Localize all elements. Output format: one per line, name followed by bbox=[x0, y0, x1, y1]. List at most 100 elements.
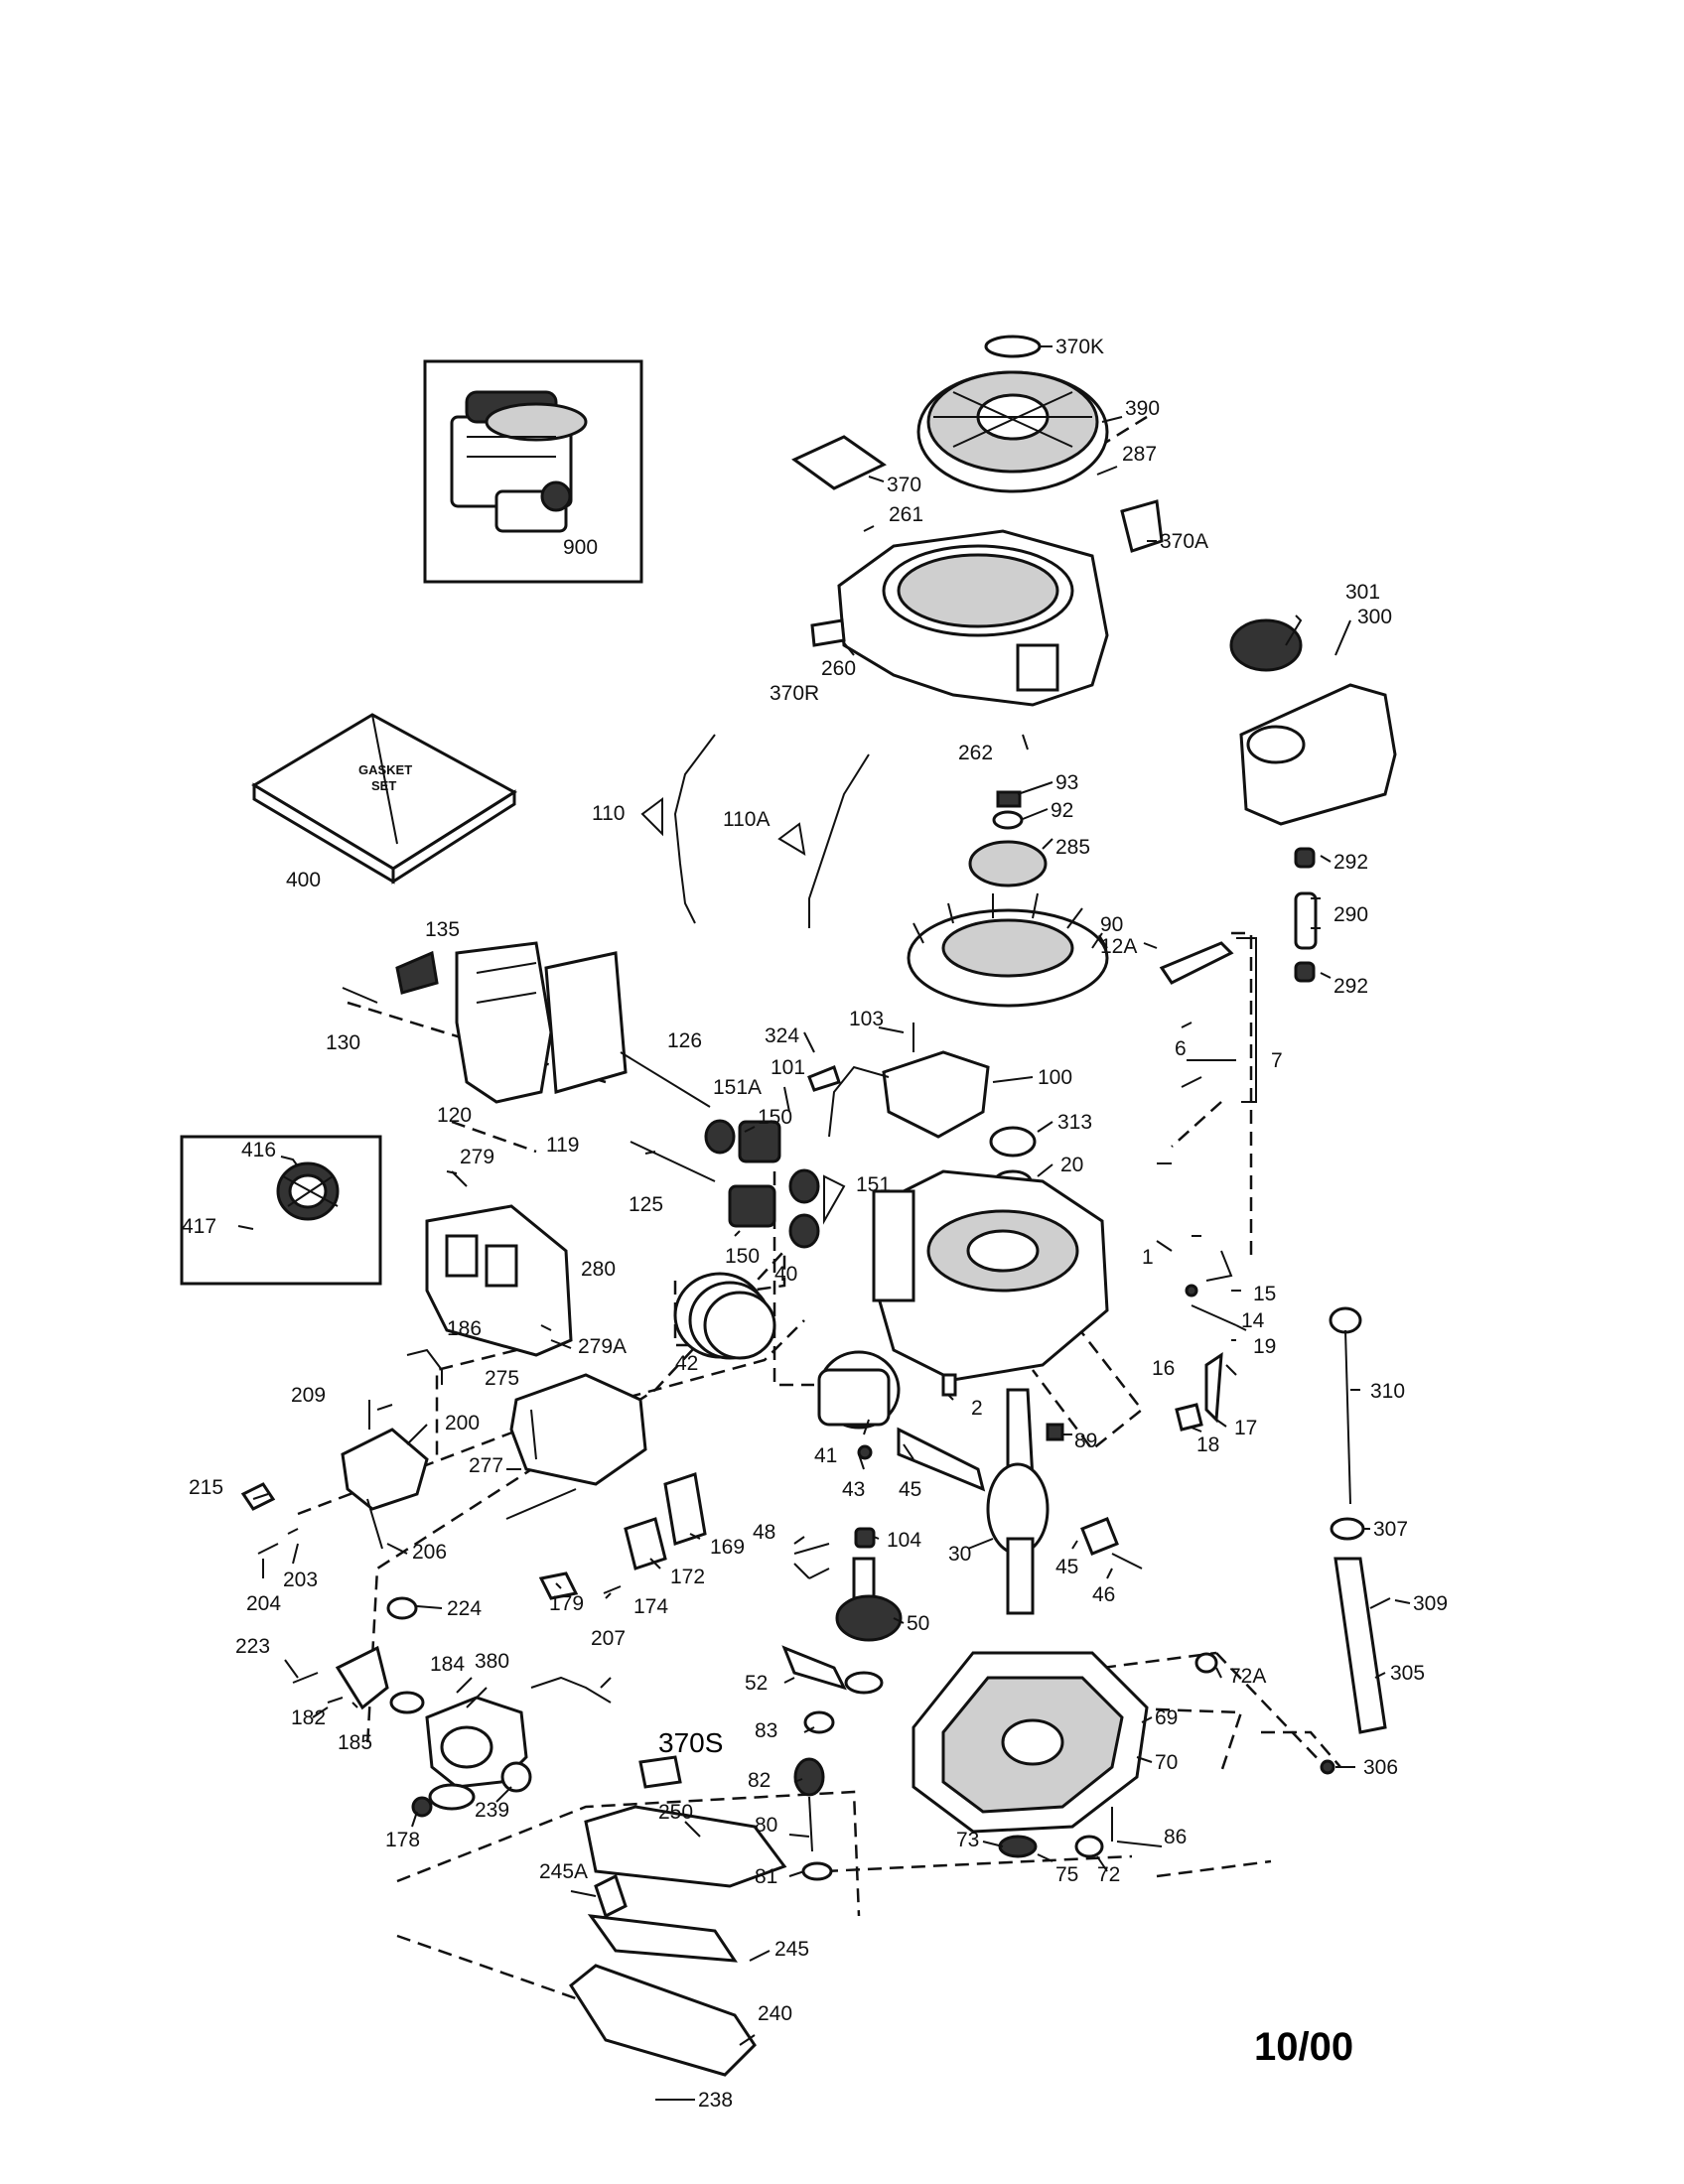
air-cleaner-icon bbox=[276, 1161, 340, 1221]
seal-75-icon bbox=[998, 1835, 1038, 1858]
label-150-bottom: 150 bbox=[725, 1245, 760, 1268]
piston-icon bbox=[817, 1350, 901, 1430]
gasket-172-icon bbox=[624, 1517, 667, 1570]
plug-89-icon bbox=[1046, 1423, 1064, 1441]
gear-82-icon bbox=[793, 1757, 825, 1797]
label-93: 93 bbox=[1055, 771, 1078, 794]
dipstick-icon bbox=[1329, 1306, 1362, 1505]
head-bolt-icon bbox=[342, 987, 378, 1004]
label-40: 40 bbox=[774, 1263, 797, 1286]
label-151A: 151A bbox=[713, 1076, 762, 1099]
governor-clamp-icon bbox=[1175, 1403, 1203, 1432]
label-172: 172 bbox=[670, 1566, 705, 1588]
label-103: 103 bbox=[849, 1008, 884, 1030]
plug-72-icon bbox=[1074, 1835, 1104, 1858]
label-104: 104 bbox=[887, 1529, 921, 1552]
air-cleaner-base-icon bbox=[425, 1204, 573, 1357]
washer-81-icon bbox=[801, 1861, 833, 1881]
label-285: 285 bbox=[1055, 836, 1090, 859]
gasket-set-icon: GASKET SET bbox=[251, 713, 517, 885]
label-185: 185 bbox=[338, 1731, 372, 1754]
label-417: 417 bbox=[182, 1215, 216, 1238]
label-206: 206 bbox=[412, 1541, 447, 1564]
label-204: 204 bbox=[246, 1592, 281, 1615]
spacer-224-icon bbox=[386, 1596, 418, 1620]
label-135: 135 bbox=[425, 918, 460, 941]
label-186: 186 bbox=[447, 1317, 482, 1340]
o-ring-307-icon bbox=[1330, 1517, 1365, 1541]
label-17: 17 bbox=[1234, 1417, 1257, 1439]
ground-clip-icon bbox=[807, 1065, 841, 1092]
dowel-pin-icon bbox=[941, 1373, 957, 1397]
link-186-icon bbox=[406, 1348, 443, 1385]
hose-clamp-icon bbox=[1294, 847, 1316, 869]
control-bracket-icon bbox=[341, 1428, 429, 1511]
label-82: 82 bbox=[748, 1769, 771, 1792]
bowl-nut-178-icon bbox=[411, 1796, 433, 1818]
label-42: 42 bbox=[675, 1352, 698, 1375]
label-126: 126 bbox=[667, 1029, 702, 1052]
part-labels: 370K 390 287 370 261 370A 301 300 260 37… bbox=[182, 336, 1448, 2112]
plug-72A-icon bbox=[1194, 1652, 1218, 1674]
label-250: 250 bbox=[658, 1801, 693, 1824]
screw-204-icon bbox=[257, 1543, 279, 1555]
label-110A: 110A bbox=[723, 808, 771, 831]
label-207: 207 bbox=[591, 1627, 626, 1650]
label-223: 223 bbox=[235, 1635, 270, 1658]
label-52: 52 bbox=[745, 1672, 768, 1695]
label-72A: 72A bbox=[1229, 1665, 1266, 1688]
wire-110-icon bbox=[673, 734, 716, 924]
label-7: 7 bbox=[1271, 1049, 1283, 1072]
label-279A: 279A bbox=[578, 1335, 627, 1358]
label-86: 86 bbox=[1164, 1826, 1187, 1848]
starter-cup-icon bbox=[968, 840, 1048, 887]
gasket-set-text-line1: GASKET bbox=[358, 762, 412, 777]
cylinder-head-icon bbox=[455, 941, 553, 1104]
ignition-module-icon bbox=[828, 1050, 990, 1139]
label-184: 184 bbox=[430, 1653, 465, 1676]
decal-icon bbox=[791, 435, 887, 490]
label-238: 238 bbox=[698, 2089, 733, 2112]
label-89: 89 bbox=[1074, 1430, 1097, 1452]
piston-rings-icon bbox=[673, 1272, 776, 1360]
shaft-80-icon bbox=[808, 1796, 813, 1852]
oil-sump-icon bbox=[912, 1651, 1149, 1834]
flywheel-icon bbox=[907, 892, 1109, 1008]
screw-279A-icon bbox=[550, 1339, 572, 1349]
label-182: 182 bbox=[291, 1706, 326, 1729]
fuel-bowl-icon bbox=[335, 1645, 389, 1710]
label-370R: 370R bbox=[770, 682, 819, 705]
label-150-top: 150 bbox=[758, 1106, 792, 1129]
label-46: 46 bbox=[1092, 1583, 1115, 1606]
label-69: 69 bbox=[1155, 1706, 1178, 1729]
label-2: 2 bbox=[971, 1397, 983, 1420]
screws-48-icon bbox=[793, 1543, 830, 1579]
label-245: 245 bbox=[774, 1938, 809, 1961]
label-306: 306 bbox=[1363, 1756, 1398, 1779]
governor-spring-icon bbox=[1191, 1304, 1237, 1326]
oil-seal-icon bbox=[989, 1126, 1037, 1158]
label-300: 300 bbox=[1357, 606, 1392, 628]
label-261: 261 bbox=[889, 503, 923, 526]
label-1: 1 bbox=[1142, 1246, 1154, 1269]
spring-retainer-icon-2 bbox=[788, 1213, 820, 1249]
valve-seal-icon bbox=[704, 1119, 736, 1155]
screw-309-icon bbox=[1369, 1597, 1391, 1609]
engine-assembly-icon bbox=[450, 390, 588, 533]
fuel-line-icon bbox=[1294, 891, 1318, 950]
label-41: 41 bbox=[814, 1444, 837, 1467]
valve-125-icon bbox=[630, 1141, 716, 1182]
label-151: 151 bbox=[856, 1173, 891, 1196]
fuel-tank-icon bbox=[1229, 618, 1397, 826]
air-filter-cover-icon bbox=[569, 1805, 787, 2077]
governor-link-icon bbox=[1205, 1250, 1233, 1282]
label-900: 900 bbox=[563, 536, 598, 559]
label-16: 16 bbox=[1152, 1357, 1175, 1380]
label-305: 305 bbox=[1390, 1662, 1425, 1685]
tappet-104-icon bbox=[854, 1527, 876, 1549]
leader-lines bbox=[237, 345, 1411, 2101]
cylinder-block-icon bbox=[872, 1169, 1109, 1382]
governor-lever-icon bbox=[1204, 1352, 1223, 1424]
rod-bolt-icon bbox=[1111, 1553, 1143, 1570]
